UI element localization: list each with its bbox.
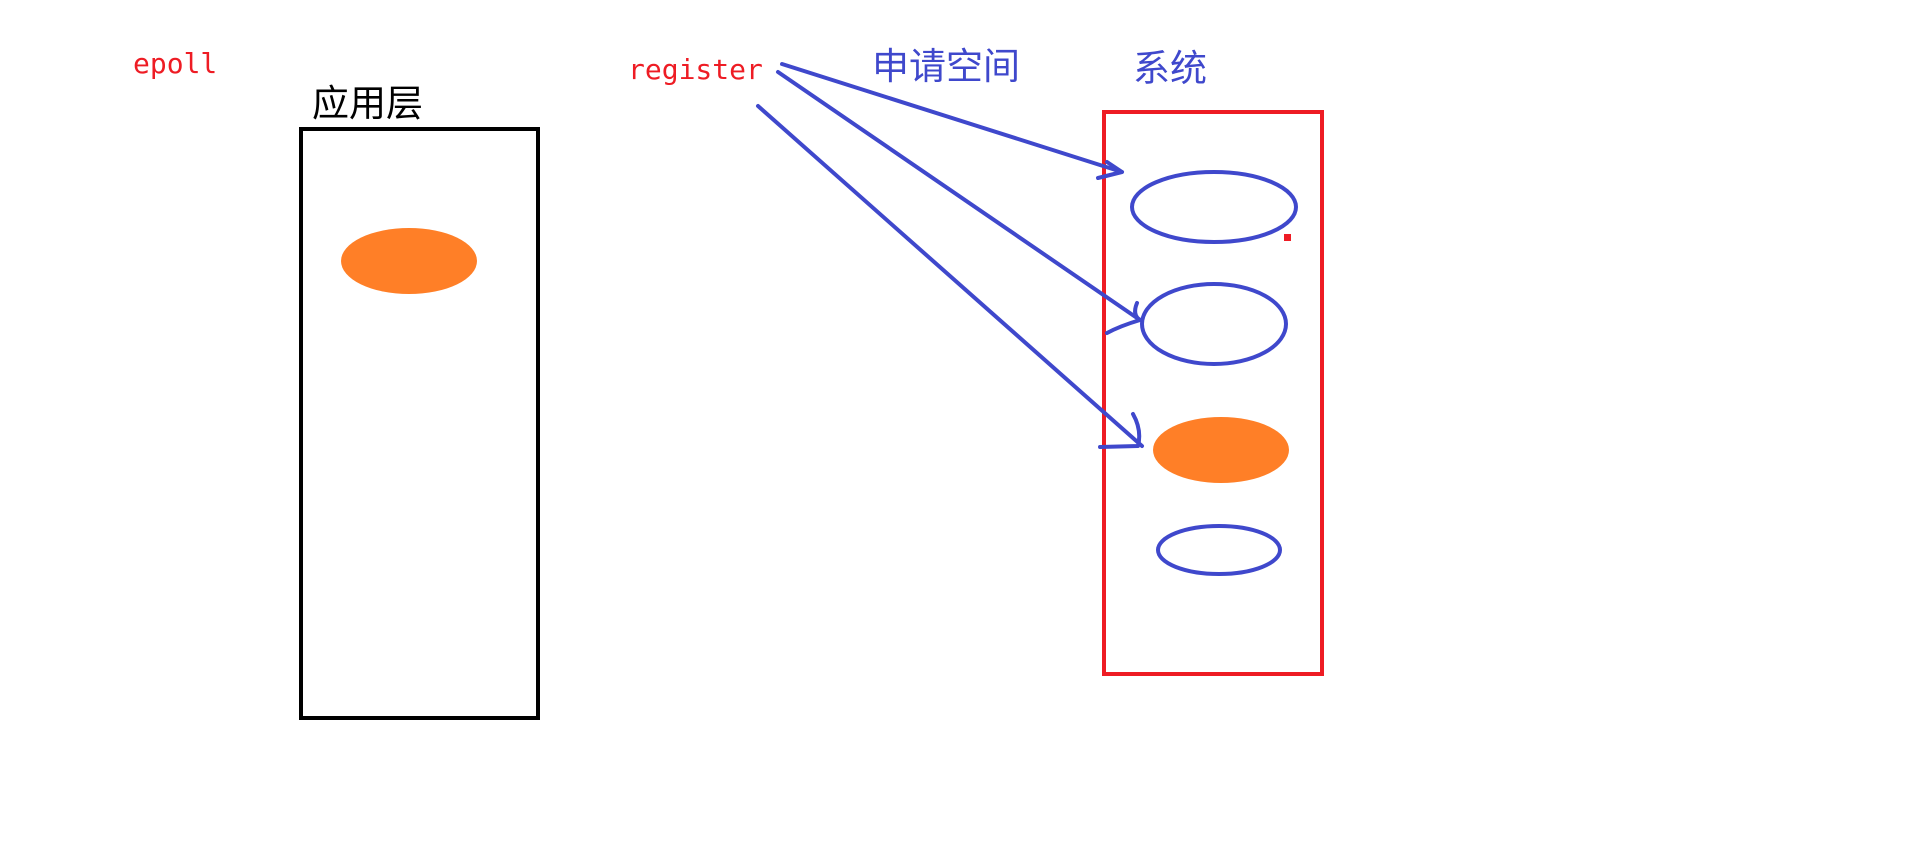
application-layer-label: 应用层 (312, 82, 423, 125)
arrow-line-2 (776, 70, 1142, 322)
system-slot-3-filled (1153, 417, 1289, 483)
application-layer-box (299, 127, 540, 720)
arrowhead-3 (1098, 412, 1142, 449)
arrowhead-2 (1105, 301, 1142, 335)
app-layer-filled-slot (341, 228, 477, 294)
system-slot-4 (1156, 524, 1282, 576)
arrowhead-1 (1096, 160, 1124, 180)
system-slot-2 (1140, 282, 1288, 366)
system-box (1102, 110, 1324, 676)
arrow-line-3 (756, 104, 1144, 448)
arrow-line-1 (780, 62, 1124, 174)
red-dot-mark (1284, 234, 1291, 241)
epoll-label: epoll (133, 47, 218, 80)
system-slot-1 (1130, 170, 1298, 244)
allocate-space-label: 申请空间 (872, 45, 1020, 88)
system-label: 系统 (1133, 47, 1207, 90)
register-label: register (628, 53, 763, 86)
